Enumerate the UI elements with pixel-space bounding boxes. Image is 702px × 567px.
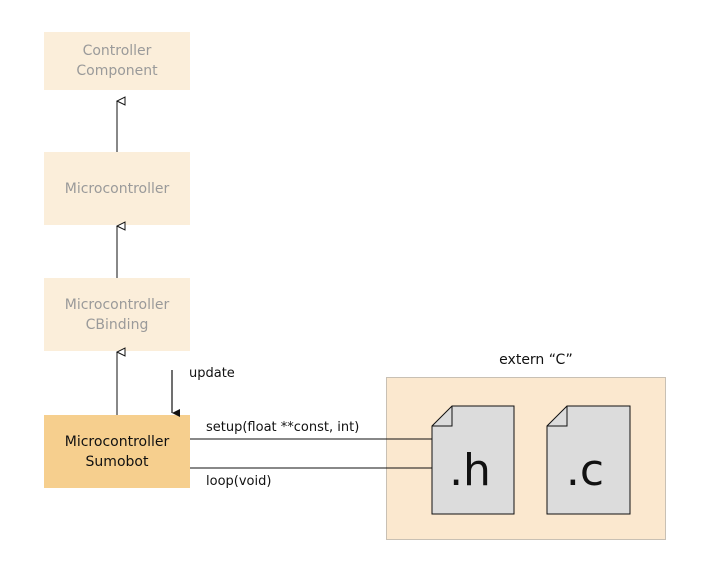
microcontroller-sumobot-box: Microcontroller Sumobot bbox=[44, 415, 190, 488]
node-label-line: Sumobot bbox=[85, 453, 149, 470]
loop-label: loop(void) bbox=[206, 474, 272, 489]
microcontroller-box: Microcontroller bbox=[44, 152, 190, 225]
setup-label: setup(float **const, int) bbox=[206, 420, 360, 435]
node-label-line: Component bbox=[76, 63, 158, 79]
microcontroller-cbinding-box: Microcontroller CBinding bbox=[44, 278, 190, 351]
controller-component-box: Controller Component bbox=[44, 32, 190, 90]
node-label-line: CBinding bbox=[85, 316, 149, 333]
node-label-line: Microcontroller bbox=[64, 433, 170, 450]
source-file-text: .c bbox=[566, 445, 604, 496]
extern-c-label: extern “C” bbox=[499, 352, 573, 368]
update-label: update bbox=[189, 366, 235, 381]
source-file-icon: .c bbox=[546, 405, 631, 515]
node-label-line: Microcontroller bbox=[64, 180, 170, 197]
node-label-line: Controller bbox=[82, 43, 152, 59]
node-label-line: Microcontroller bbox=[64, 296, 170, 313]
header-file-text: .h bbox=[449, 445, 491, 496]
header-file-icon: .h bbox=[431, 405, 515, 515]
